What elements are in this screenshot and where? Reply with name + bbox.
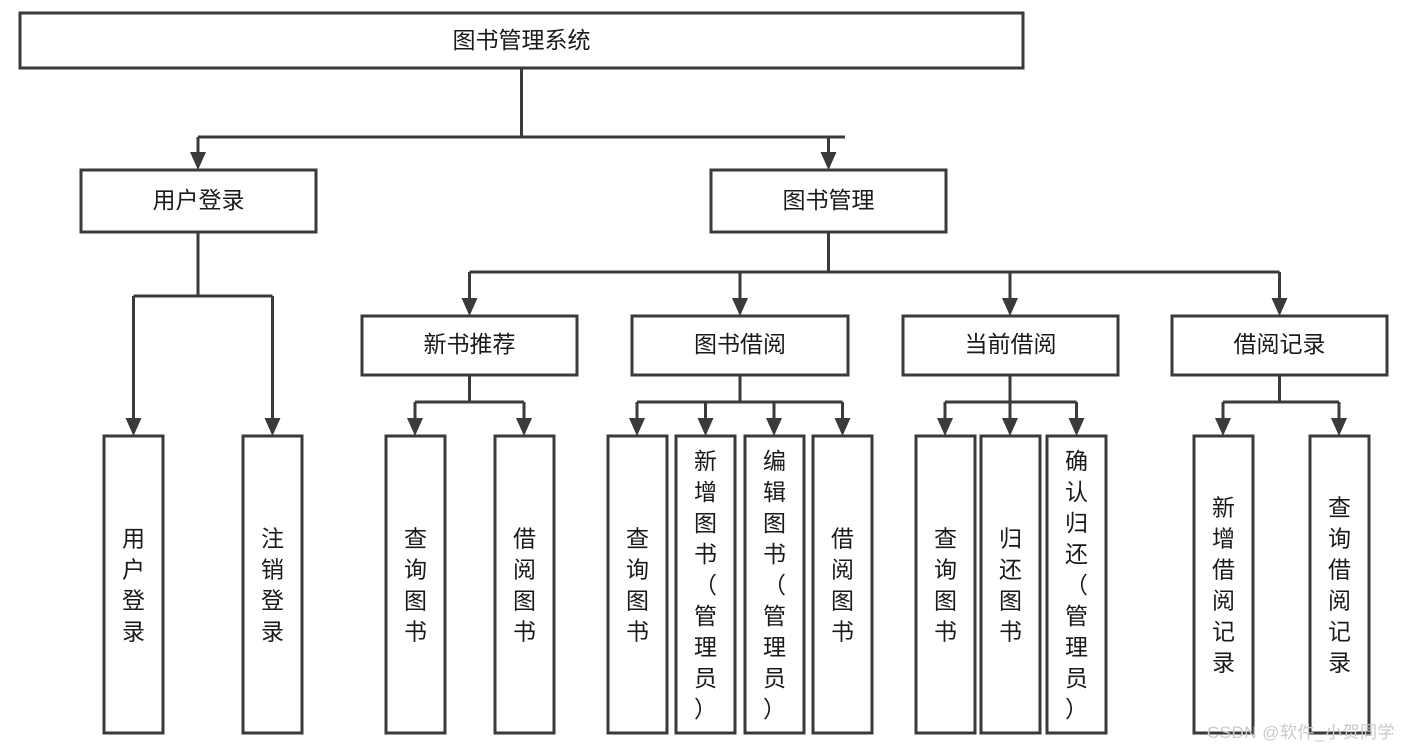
node-borrow-record-box[interactable] xyxy=(1170,314,1389,377)
leaf-user-logout-box[interactable] xyxy=(241,434,304,735)
leaf-return-book[interactable]: 归还图书 xyxy=(979,434,1042,735)
arrow-leaf-return-book xyxy=(1002,418,1018,436)
node-current-borrow[interactable]: 当前借阅 xyxy=(901,314,1120,377)
leaf-query-book-1-box[interactable] xyxy=(384,434,447,735)
arrow-to-current-borrow xyxy=(1002,298,1018,316)
node-root-box[interactable] xyxy=(18,11,1025,70)
leaf-user-logout-label: 注销登录 xyxy=(261,526,284,645)
arrow-leaf-user-login xyxy=(125,418,142,436)
arrow-leaf-confirm-return xyxy=(1068,418,1085,436)
leaf-user-login[interactable]: 用户登录 xyxy=(102,434,165,735)
arrow-leaf-add-record xyxy=(1215,418,1231,436)
leaf-query-record-label: 查询借阅记录 xyxy=(1328,495,1351,676)
leaf-add-record-box[interactable] xyxy=(1192,434,1255,735)
arrow-leaf-user-logout xyxy=(264,418,281,436)
arrow-leaf-query-book-2 xyxy=(629,418,645,436)
csdn-watermark: CSDN @软件_小贺同学 xyxy=(1206,723,1395,742)
leaf-add-book[interactable]: 新增图书（管理员） xyxy=(674,434,737,735)
node-root[interactable]: 图书管理系统 xyxy=(18,11,1025,70)
node-book-manage-label: 图书管理 xyxy=(783,187,875,213)
node-user-login-label: 用户登录 xyxy=(153,187,245,213)
leaf-confirm-return-label: 确认归还（管理员） xyxy=(1065,448,1088,722)
leaf-borrow-book-1[interactable]: 借阅图书 xyxy=(493,434,556,735)
arrow-leaf-query-record xyxy=(1331,418,1347,436)
node-new-book-recommend-box[interactable] xyxy=(360,314,579,377)
node-root-label: 图书管理系统 xyxy=(453,27,591,53)
leaf-query-book-3[interactable]: 查询图书 xyxy=(914,434,977,735)
leaf-query-book-3-box[interactable] xyxy=(914,434,977,735)
leaf-user-logout[interactable]: 注销登录 xyxy=(241,434,304,735)
leaf-query-record[interactable]: 查询借阅记录 xyxy=(1308,434,1371,735)
arrow-leaf-edit-book xyxy=(766,418,782,436)
node-current-borrow-label: 当前借阅 xyxy=(965,331,1057,357)
leaf-borrow-book-1-box[interactable] xyxy=(493,434,556,735)
leaf-borrow-book-1-label: 借阅图书 xyxy=(513,526,536,645)
arrow-leaf-borrow-book-2 xyxy=(834,418,851,436)
leaf-return-book-box[interactable] xyxy=(979,434,1042,735)
arrow-to-user-login xyxy=(190,152,206,170)
leaf-return-book-label: 归还图书 xyxy=(999,526,1022,645)
arrow-to-new-book-recommend xyxy=(461,298,478,316)
leaf-query-book-2-label: 查询图书 xyxy=(626,526,649,645)
arrow-leaf-borrow-book-1 xyxy=(516,418,532,436)
leaf-user-login-label: 用户登录 xyxy=(122,526,145,645)
leaf-add-record-label: 新增借阅记录 xyxy=(1212,495,1235,676)
node-new-book-recommend-label: 新书推荐 xyxy=(424,331,516,357)
connector-user-login-to-leaves xyxy=(125,232,281,436)
leaf-borrow-book-2-label: 借阅图书 xyxy=(831,526,854,645)
leaf-query-book-1-label: 查询图书 xyxy=(404,526,427,645)
leaf-confirm-return[interactable]: 确认归还（管理员） xyxy=(1045,434,1108,735)
connector-borrow-record-to-leaves xyxy=(1215,375,1347,436)
arrow-to-book-borrow xyxy=(732,298,748,316)
node-book-manage[interactable]: 图书管理 xyxy=(709,168,948,234)
leaf-query-book-2-box[interactable] xyxy=(606,434,669,735)
connector-new-book-recommend-to-leaves xyxy=(407,375,532,436)
connector-root-to-level2 xyxy=(190,68,845,170)
leaf-query-record-box[interactable] xyxy=(1308,434,1371,735)
leaf-edit-book[interactable]: 编辑图书（管理员） xyxy=(743,434,806,735)
connector-book-manage-to-level3 xyxy=(461,232,1288,316)
leaf-edit-book-label: 编辑图书（管理员） xyxy=(763,448,786,722)
arrow-leaf-query-book-3 xyxy=(937,418,953,436)
node-borrow-record-label: 借阅记录 xyxy=(1234,331,1326,357)
node-current-borrow-box[interactable] xyxy=(901,314,1120,377)
leaf-confirm-return-box[interactable] xyxy=(1045,434,1108,735)
leaf-borrow-book-2-box[interactable] xyxy=(811,434,874,735)
leaf-add-record[interactable]: 新增借阅记录 xyxy=(1192,434,1255,735)
arrow-leaf-query-book-1 xyxy=(407,418,423,436)
connector-current-borrow-to-leaves xyxy=(937,375,1085,436)
node-borrow-record[interactable]: 借阅记录 xyxy=(1170,314,1389,377)
leaf-query-book-3-label: 查询图书 xyxy=(934,526,957,645)
leaf-user-login-box[interactable] xyxy=(102,434,165,735)
leaf-query-book-1[interactable]: 查询图书 xyxy=(384,434,447,735)
arrow-to-book-manage xyxy=(820,152,837,170)
leaf-add-book-label: 新增图书（管理员） xyxy=(694,448,717,722)
arrow-to-borrow-record xyxy=(1271,298,1288,316)
node-user-login-box[interactable] xyxy=(79,168,318,234)
node-book-borrow-label: 图书借阅 xyxy=(694,331,786,357)
node-book-borrow-box[interactable] xyxy=(630,314,850,377)
leaf-edit-book-box[interactable] xyxy=(743,434,806,735)
leaf-add-book-box[interactable] xyxy=(674,434,737,735)
connector-book-borrow-to-leaves xyxy=(629,375,851,436)
node-new-book-recommend[interactable]: 新书推荐 xyxy=(360,314,579,377)
leaf-query-book-2[interactable]: 查询图书 xyxy=(606,434,669,735)
leaf-borrow-book-2[interactable]: 借阅图书 xyxy=(811,434,874,735)
node-user-login[interactable]: 用户登录 xyxy=(79,168,318,234)
node-book-borrow[interactable]: 图书借阅 xyxy=(630,314,850,377)
node-book-manage-box[interactable] xyxy=(709,168,948,234)
arrow-leaf-add-book xyxy=(697,418,714,436)
